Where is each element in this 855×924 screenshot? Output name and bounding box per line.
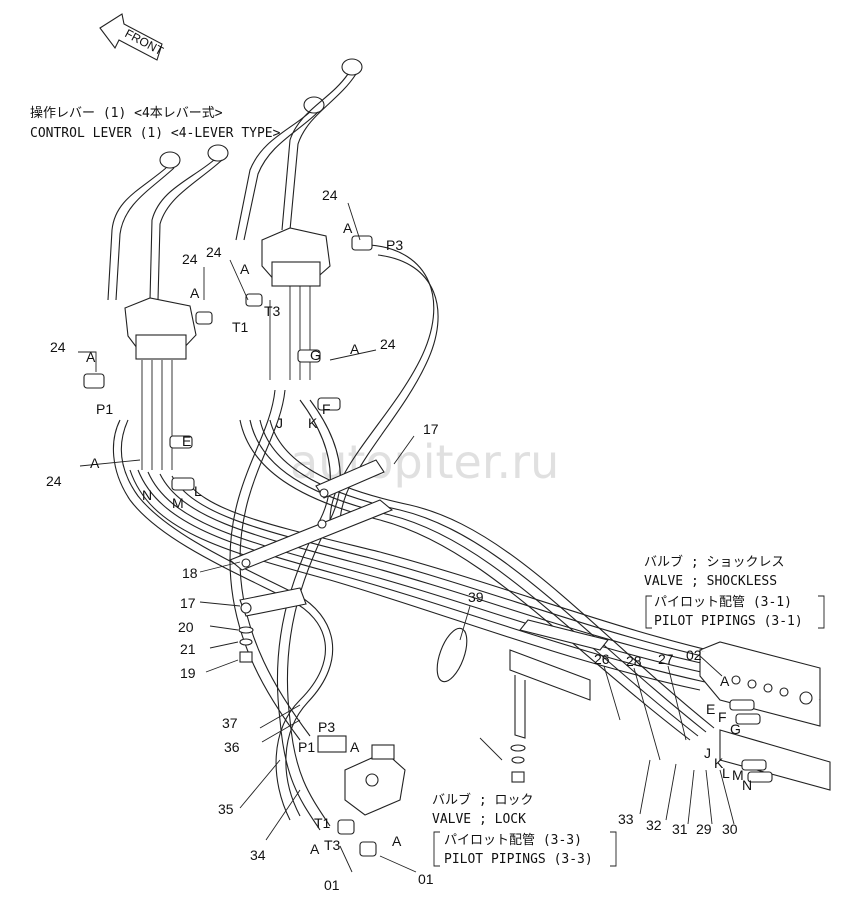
port-label-a: A [310,841,320,857]
control-lever-right [235,58,363,287]
callout-24: 24 [50,339,66,355]
band-clamp [436,627,468,683]
callout-24: 24 [380,336,396,352]
callout-36: 36 [224,739,240,755]
port-label-a: A [86,349,96,365]
port-label-a: A [350,341,360,357]
control-lever-title-en: CONTROL LEVER (1) <4-LEVER TYPE> [30,126,281,141]
port-label-j: J [704,745,711,761]
valve-lock-title-jp: バルブ ; ロック [432,792,533,808]
port-label-t1: T1 [314,815,331,831]
main-hose-bundle [112,244,726,831]
callout-37: 37 [222,715,238,731]
port-label-n: N [142,487,152,503]
port-label-p1: P1 [96,401,113,417]
pilot-piping-33-title-jp: パイロット配管 (3-3) [444,833,582,848]
port-label-p1: P1 [298,739,315,755]
port-label-a: A [190,285,200,301]
callout-28: 28 [626,653,642,669]
port-label-t3: T3 [264,303,281,319]
clamp-plate [228,459,394,617]
callout-17: 17 [423,421,439,437]
pilot-piping-33-title-en: PILOT PIPINGS (3-3) [444,852,593,867]
callout-18: 18 [182,565,198,581]
part-callouts: 24 24 24 24 24 24 17 17 18 20 21 19 39 2… [46,187,738,893]
callout-29: 29 [696,821,712,837]
control-lever-left [107,144,229,360]
callout-34: 34 [250,847,266,863]
port-label-f: F [322,401,331,417]
bundle-bracket [509,619,609,739]
leader-lines [78,202,735,873]
port-label-m: M [172,495,184,511]
callout-24: 24 [182,251,198,267]
port-label-f: F [718,709,727,725]
port-label-j: J [276,415,283,431]
callout-33: 33 [618,811,634,827]
note-braces [433,595,825,867]
callout-24: 24 [322,187,338,203]
shockless-valve-note: バルブ ; ショックレス VALVE ; SHOCKLESS パイロット配管 (… [644,554,803,629]
port-label-e: E [182,433,191,449]
port-label-t1: T1 [232,319,249,335]
callout-30: 30 [722,821,738,837]
pilot-piping-31-title-en: PILOT PIPINGS (3-1) [654,614,803,629]
valve-lock-title-en: VALVE ; LOCK [432,812,526,827]
port-label-p3: P3 [318,719,335,735]
port-label-a: A [392,833,402,849]
port-label-a: A [350,739,360,755]
lock-valve [317,735,406,816]
bolt-washers [238,626,526,783]
fittings [83,235,773,857]
callout-01: 01 [324,877,340,893]
port-label-g: G [310,347,321,363]
port-label-n: N [742,777,752,793]
callout-17: 17 [180,595,196,611]
callout-39: 39 [468,589,484,605]
port-label-a: A [90,455,100,471]
callout-01: 01 [418,871,434,887]
port-label-a: A [720,673,730,689]
callout-31: 31 [672,821,688,837]
valve-shockless-title-en: VALVE ; SHOCKLESS [644,574,777,589]
port-label-l: L [722,765,730,781]
port-label-k: K [308,415,318,431]
port-label-l: L [194,483,202,499]
callout-19: 19 [180,665,196,681]
lock-valve-note: バルブ ; ロック VALVE ; LOCK パイロット配管 (3-3) PIL… [432,792,593,867]
port-label-a: A [240,261,250,277]
port-labels: A A A A A A A A A A P1 P1 P3 P3 T1 T1 T3… [86,220,752,857]
callout-02: 02 [686,647,702,663]
callout-26: 26 [594,651,610,667]
port-label-k: K [714,755,724,771]
callout-20: 20 [178,619,194,635]
callout-27: 27 [658,651,674,667]
pilot-piping-31-title-jp: パイロット配管 (3-1) [654,595,792,610]
control-lever-title-jp: 操作レバー (1) <4本レバー式> [30,105,223,121]
valve-shockless-title-jp: バルブ ; ショックレス [644,554,784,570]
port-label-m: M [732,767,744,783]
callout-35: 35 [218,801,234,817]
front-arrow-icon: FRONT [99,13,166,61]
port-label-t3: T3 [324,837,341,853]
port-label-g: G [730,721,741,737]
callout-21: 21 [180,641,196,657]
lever-drop-lines [141,286,311,470]
callout-24: 24 [46,473,62,489]
shockless-valve-block [699,641,831,791]
port-label-e: E [706,701,715,717]
callout-24: 24 [206,244,222,260]
callout-32: 32 [646,817,662,833]
port-label-p3: P3 [386,237,403,253]
port-label-a: A [343,220,353,236]
